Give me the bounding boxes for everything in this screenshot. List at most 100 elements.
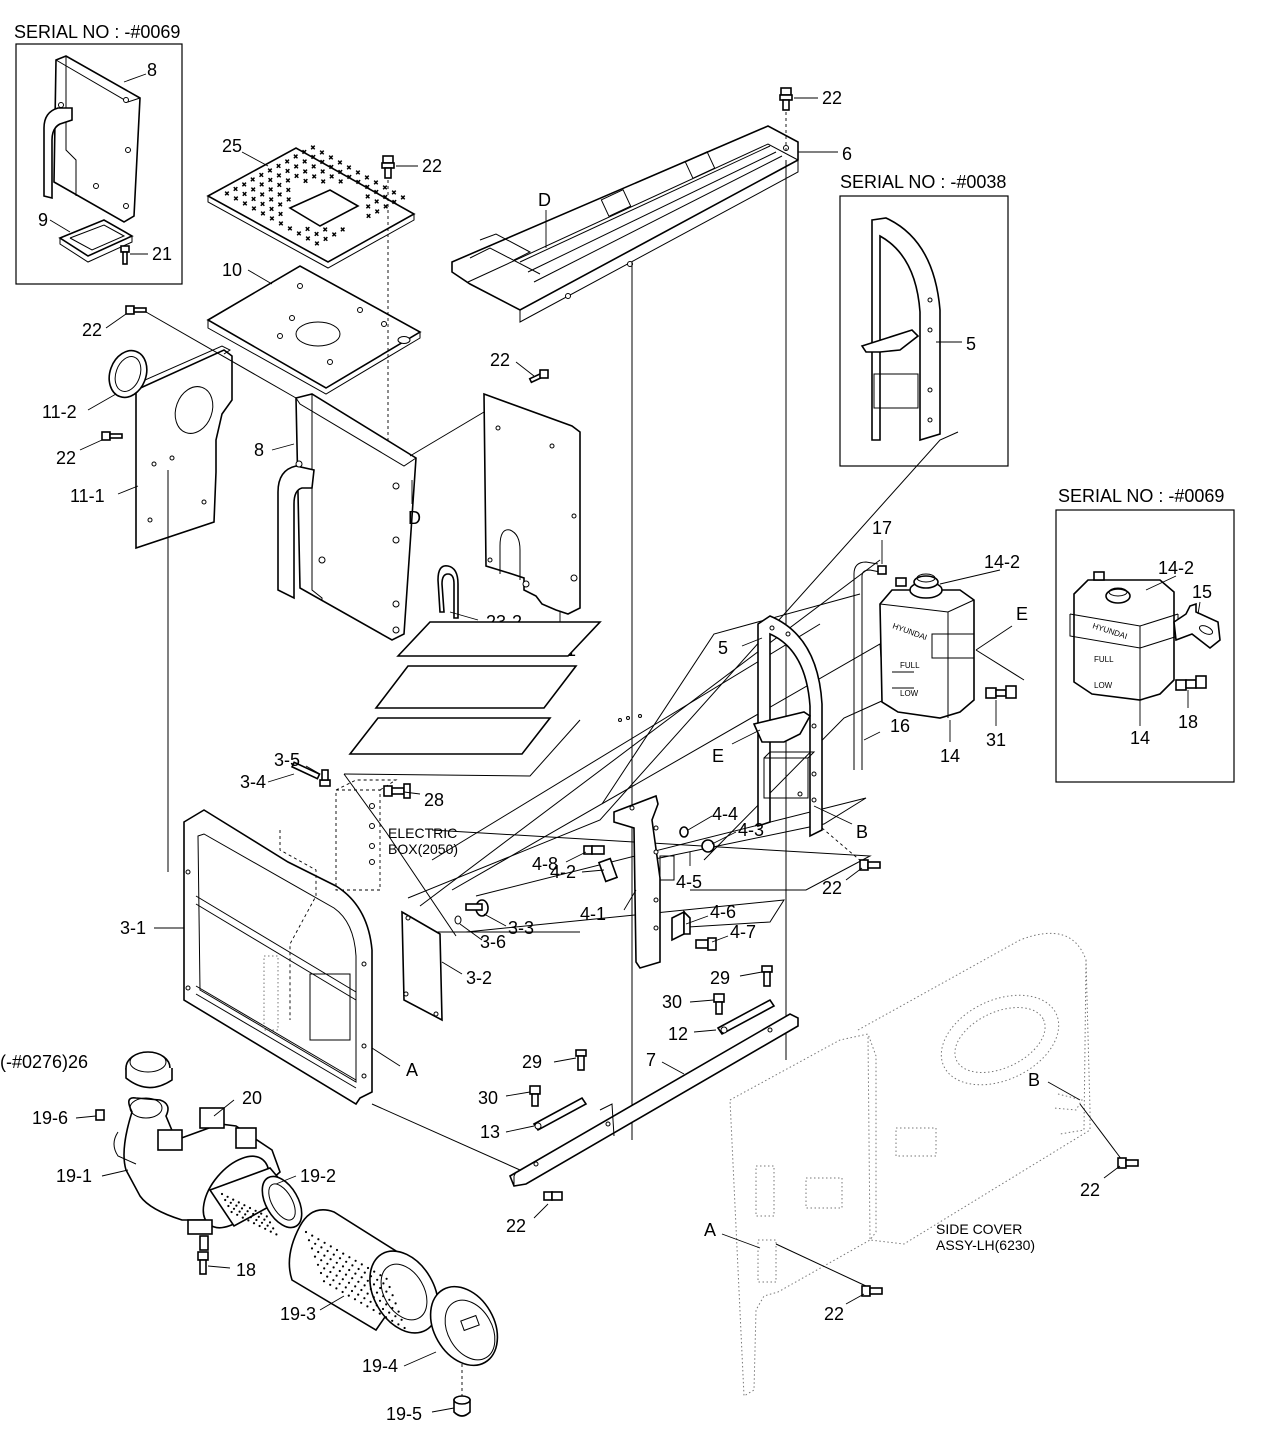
label-4-1: 4-1 — [580, 904, 606, 924]
bracket-5 — [752, 615, 823, 838]
label-22-a: 22 — [422, 156, 442, 176]
svg-text:✖: ✖ — [258, 172, 264, 180]
inset-bracket-5 — [860, 217, 941, 442]
label-3-2: 3-2 — [466, 968, 492, 988]
label-22-e: 22 — [822, 88, 842, 108]
bolt-22-e — [779, 87, 793, 111]
valve-19-5 — [453, 1364, 471, 1417]
svg-text:✖: ✖ — [251, 205, 257, 213]
svg-text:✖: ✖ — [259, 181, 265, 189]
reservoir-tank-14: HYUNDAI FULL LOW — [879, 573, 975, 719]
label-22-c: 22 — [56, 448, 76, 468]
inset-serial-0069-right-label: SERIAL NO : -#0069 — [1058, 486, 1224, 506]
hose-16 — [853, 561, 881, 770]
cap-26 — [125, 1051, 173, 1089]
inset-plate-9 — [58, 219, 134, 263]
svg-text:✖: ✖ — [284, 158, 290, 166]
svg-text:✖: ✖ — [303, 177, 309, 185]
label-18-inset: 18 — [1178, 712, 1198, 732]
bolt-22-c — [101, 431, 123, 441]
base-plate-10 — [206, 265, 422, 395]
clip-4-6 — [671, 910, 691, 942]
svg-text:✖: ✖ — [355, 179, 361, 187]
label-B-mid: B — [856, 822, 868, 842]
label-3-6: 3-6 — [480, 932, 506, 952]
hose-ring-11-2 — [108, 349, 148, 399]
bracket-8 — [277, 393, 417, 641]
svg-text:✖: ✖ — [346, 164, 352, 172]
label-E-mid: E — [712, 746, 724, 766]
svg-text:✖: ✖ — [259, 191, 265, 199]
label-22-h: 22 — [1080, 1180, 1100, 1200]
cap-4-3 — [701, 839, 715, 853]
side-cover-label-1: SIDE COVER — [936, 1221, 1022, 1237]
label-D-left: D — [408, 508, 421, 528]
svg-text:✖: ✖ — [278, 220, 284, 228]
svg-text:✖: ✖ — [311, 173, 317, 181]
bolt-22-b — [125, 305, 147, 315]
svg-text:✖: ✖ — [320, 178, 326, 186]
label-11-2: 11-2 — [42, 402, 77, 422]
washer-4-4 — [679, 826, 689, 838]
inner-filter-19-2 — [208, 1167, 303, 1236]
svg-text:✖: ✖ — [328, 164, 334, 172]
label-4-3: 4-3 — [738, 820, 764, 840]
svg-text:✖: ✖ — [242, 200, 248, 208]
svg-text:✖: ✖ — [268, 196, 274, 204]
svg-text:✖: ✖ — [373, 189, 379, 197]
svg-text:✖: ✖ — [320, 168, 326, 176]
svg-text:✖: ✖ — [329, 173, 335, 181]
bolt-4-7 — [695, 937, 717, 951]
svg-text:✖: ✖ — [294, 172, 300, 180]
label-10: 10 — [222, 260, 242, 280]
label-19-2: 19-2 — [300, 1166, 336, 1186]
svg-text:✖: ✖ — [251, 195, 257, 203]
svg-text:✖: ✖ — [314, 230, 320, 238]
bolt-22-a — [381, 155, 395, 179]
inset-bolt-18 — [1175, 675, 1207, 691]
svg-text:✖: ✖ — [328, 154, 334, 162]
label-30-a: 30 — [662, 992, 682, 1012]
side-cover-label-2: ASSY-LH(6230) — [936, 1237, 1035, 1253]
label-22-i: 22 — [824, 1304, 844, 1324]
svg-text:✖: ✖ — [391, 189, 397, 197]
svg-text:✖: ✖ — [374, 198, 380, 206]
svg-text:✖: ✖ — [268, 186, 274, 194]
svg-text:✖: ✖ — [331, 231, 337, 239]
label-A-cover: A — [704, 1220, 716, 1240]
svg-text:✖: ✖ — [250, 176, 256, 184]
svg-text:✖: ✖ — [305, 225, 311, 233]
electric-box-label-1: ELECTRIC — [388, 825, 457, 841]
svg-text:✖: ✖ — [319, 159, 325, 167]
label-14-2-inset: 14-2 — [1158, 558, 1194, 578]
bolt-30-a — [713, 993, 725, 1015]
inset-bolt-21 — [120, 245, 130, 265]
svg-text:✖: ✖ — [382, 194, 388, 202]
label-19-5: 19-5 — [386, 1404, 422, 1424]
knob-3-3 — [454, 899, 489, 925]
svg-text:✖: ✖ — [337, 159, 343, 167]
svg-text:✖: ✖ — [305, 235, 311, 243]
svg-text:✖: ✖ — [373, 179, 379, 187]
bolt-22-g — [543, 1191, 563, 1201]
svg-text:✖: ✖ — [322, 226, 328, 234]
svg-text:✖: ✖ — [338, 178, 344, 186]
label-30-b: 30 — [478, 1088, 498, 1108]
bolt-28 — [383, 783, 411, 799]
label-D-top: D — [538, 190, 551, 210]
bolt-29-a — [761, 965, 773, 987]
bolt-31 — [985, 685, 1017, 699]
svg-text:✖: ✖ — [311, 163, 317, 171]
label-15: 15 — [1192, 582, 1212, 602]
label-3-4: 3-4 — [240, 772, 266, 792]
svg-text:✖: ✖ — [260, 210, 266, 218]
label-16: 16 — [890, 716, 910, 736]
outer-filter-19-3 — [288, 1209, 439, 1334]
label-28: 28 — [424, 790, 444, 810]
strap-12 — [716, 998, 776, 1036]
label-4-4: 4-4 — [712, 804, 738, 824]
svg-text:✖: ✖ — [355, 169, 361, 177]
svg-text:✖: ✖ — [224, 190, 230, 198]
top-rail-6 — [451, 125, 799, 323]
